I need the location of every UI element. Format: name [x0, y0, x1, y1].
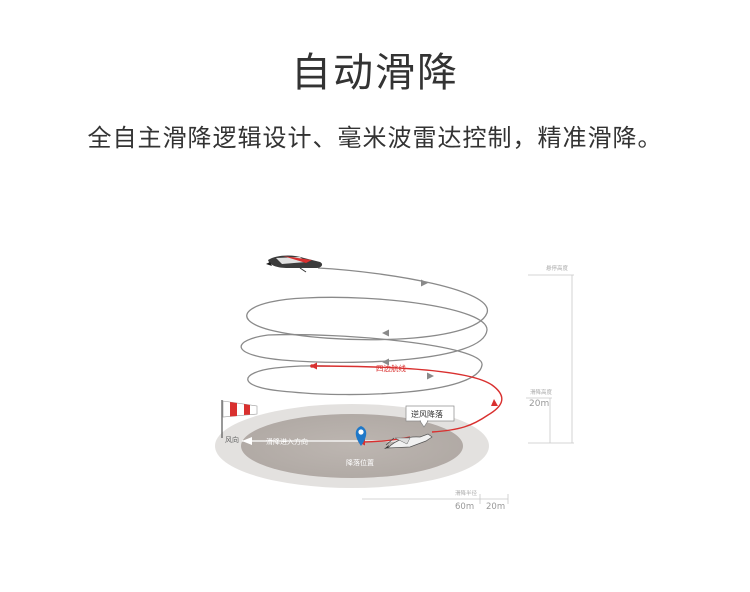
route-start-dot [310, 364, 314, 368]
glide-height-label: 滑降高度 [530, 388, 553, 396]
page-title: 自动滑降 [291, 50, 459, 96]
landing-zone-inner [241, 414, 463, 478]
radius-scale [362, 494, 509, 504]
radius-value-20: 20m [486, 502, 505, 512]
takeoff-height-label: 悬停高度 [546, 264, 569, 272]
spiral-arrow-2 [382, 329, 389, 337]
glide-height-value: 20m [529, 399, 549, 409]
wind-label: 风向 [225, 435, 239, 444]
approach-label: 滑降进入方向 [266, 437, 308, 446]
radius-label: 滑降半径 [455, 489, 478, 497]
windsock-icon [221, 400, 258, 438]
spiral-arrow-1 [421, 279, 428, 287]
descent-spiral [240, 267, 488, 396]
landing-position-label: 降落位置 [346, 458, 374, 467]
approach-arrow-icon [242, 437, 252, 445]
upwind-callout [405, 405, 455, 428]
route-arrow-2 [491, 399, 498, 406]
drone-icon [384, 433, 433, 449]
spiral-arrow-4 [427, 372, 434, 380]
height-scale [526, 274, 574, 444]
radius-value-60: 60m [455, 502, 474, 512]
spiral-arrow-3 [382, 358, 389, 366]
location-pin-icon [355, 426, 367, 446]
page-subtitle: 全自主滑降逻辑设计、毫米波雷达控制，精准滑降。 [87, 124, 663, 152]
drone-icon-top [266, 255, 323, 273]
route-label: 四边航线 [376, 363, 406, 373]
upwind-label: 逆风降落 [411, 409, 443, 419]
